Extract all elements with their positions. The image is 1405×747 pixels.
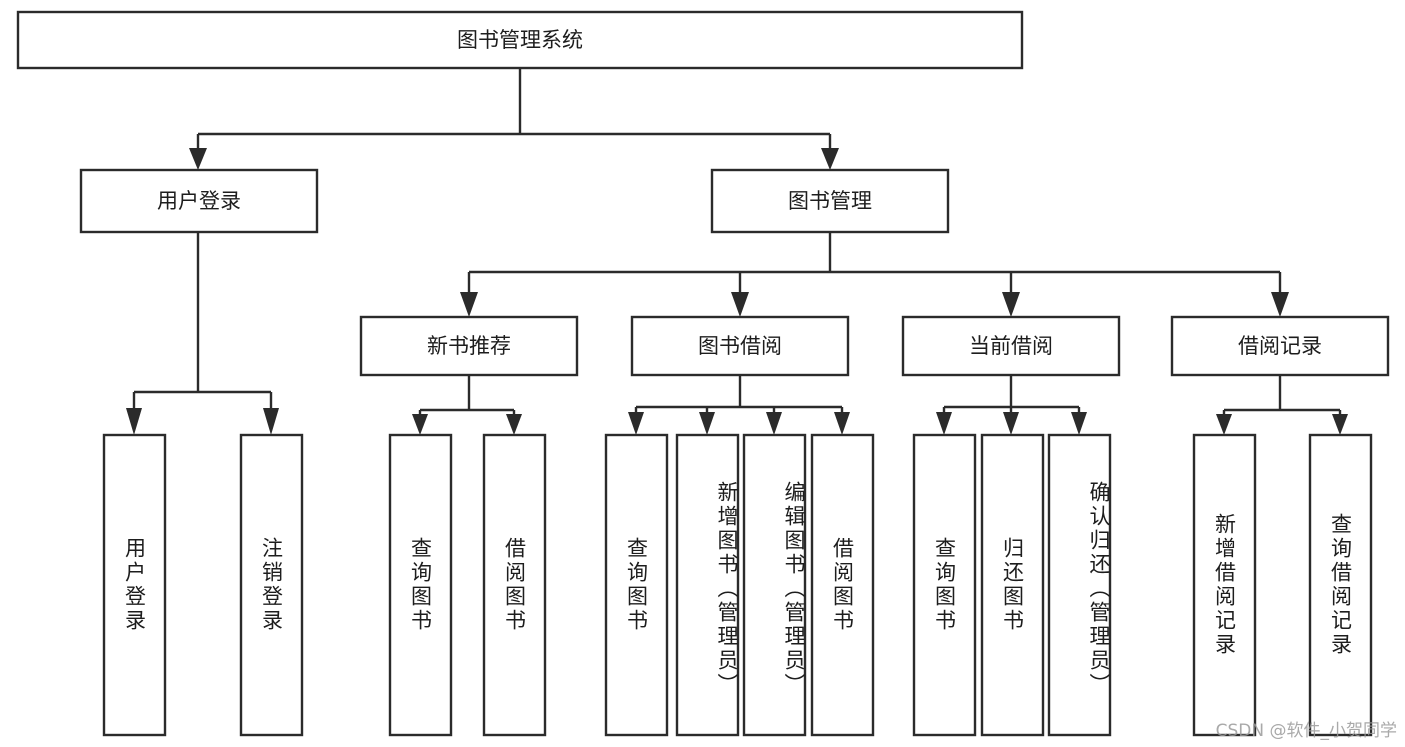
node-book-management-box[interactable] (710, 168, 950, 234)
arrow-head-current-borrow (1002, 292, 1020, 317)
leaf-box-add-book-admin[interactable] (675, 433, 740, 737)
node-root-label: 图书管理系统 (457, 28, 583, 52)
leaf-box-query-borrow-record[interactable] (1308, 433, 1373, 737)
leaf-box-query-book-borrow[interactable] (604, 433, 669, 737)
arrow-head-leaf-query-book-recommend (412, 414, 428, 435)
arrow-head-leaf-query-book-current (936, 412, 952, 435)
arrow-head-leaf-return-book (1003, 412, 1019, 435)
node-book-management[interactable]: 图书管理 (710, 168, 950, 234)
node-user-login-box[interactable] (79, 168, 319, 234)
leaf-box-query-book-recommend[interactable] (388, 433, 453, 737)
leaf-boxes-group (102, 433, 1373, 737)
connector-group-current-borrow-to-leaves (936, 375, 1087, 435)
node-current-borrow[interactable]: 当前借阅 (901, 315, 1121, 377)
leaf-box-borrow-book-recommend[interactable] (482, 433, 547, 737)
arrow-head-book-management (821, 148, 839, 170)
node-current-borrow-box[interactable] (901, 315, 1121, 377)
leaf-box-user-login[interactable] (102, 433, 167, 737)
node-book-borrow[interactable]: 图书借阅 (630, 315, 850, 377)
leaf-box-query-book-current[interactable] (912, 433, 977, 737)
leaf-box-edit-book-admin[interactable] (742, 433, 807, 737)
csdn-watermark: CSDN @软件_小贺同学 (1215, 721, 1397, 741)
node-root[interactable]: 图书管理系统 (16, 10, 1024, 70)
leaf-box-borrow-book[interactable] (810, 433, 875, 737)
arrow-head-leaf-confirm-return-admin (1071, 412, 1087, 435)
arrow-head-user-login (189, 148, 207, 170)
node-user-login[interactable]: 用户登录 (79, 168, 319, 234)
connector-group-root-to-level2 (189, 68, 839, 170)
node-book-borrow-box[interactable] (630, 315, 850, 377)
leaf-box-return-book[interactable] (980, 433, 1045, 737)
connector-group-new-book-recommend-to-leaves (412, 375, 522, 435)
arrow-head-leaf-borrow-book (834, 412, 850, 435)
node-new-book-recommend[interactable]: 新书推荐 (359, 315, 579, 377)
arrow-head-borrow-record (1271, 292, 1289, 317)
node-new-book-recommend-box[interactable] (359, 315, 579, 377)
arrow-head-leaf-query-book-borrow (628, 412, 644, 435)
arrow-head-leaf-user-login (126, 408, 142, 435)
leaf-box-logout-login[interactable] (239, 433, 304, 737)
node-current-borrow-label: 当前借阅 (969, 334, 1053, 358)
arrow-head-leaf-add-borrow-record (1216, 414, 1232, 435)
node-book-borrow-label: 图书借阅 (698, 334, 782, 358)
node-root-box[interactable] (16, 10, 1024, 70)
node-user-login-label: 用户登录 (157, 189, 241, 213)
node-borrow-record-label: 借阅记录 (1238, 334, 1322, 358)
arrow-head-leaf-borrow-book-recommend (506, 414, 522, 435)
node-borrow-record[interactable]: 借阅记录 (1170, 315, 1390, 377)
connector-group-user-login-to-leaves (126, 232, 279, 435)
node-book-management-label: 图书管理 (788, 189, 872, 213)
leaf-box-add-borrow-record[interactable] (1192, 433, 1257, 737)
arrow-head-leaf-query-borrow-record (1332, 414, 1348, 435)
connector-group-book-borrow-to-leaves (628, 375, 850, 435)
arrow-head-leaf-edit-book-admin (766, 412, 782, 435)
arrow-head-leaf-add-book-admin (699, 412, 715, 435)
connector-group-borrow-record-to-leaves (1216, 375, 1348, 435)
arrow-head-new-book-recommend (460, 292, 478, 317)
node-borrow-record-box[interactable] (1170, 315, 1390, 377)
arrow-head-book-borrow (731, 292, 749, 317)
node-new-book-recommend-label: 新书推荐 (427, 334, 511, 358)
arrow-head-leaf-logout-login (263, 408, 279, 435)
connector-group-book-management-to-level3 (460, 232, 1289, 317)
leaf-box-confirm-return-admin[interactable] (1047, 433, 1112, 737)
